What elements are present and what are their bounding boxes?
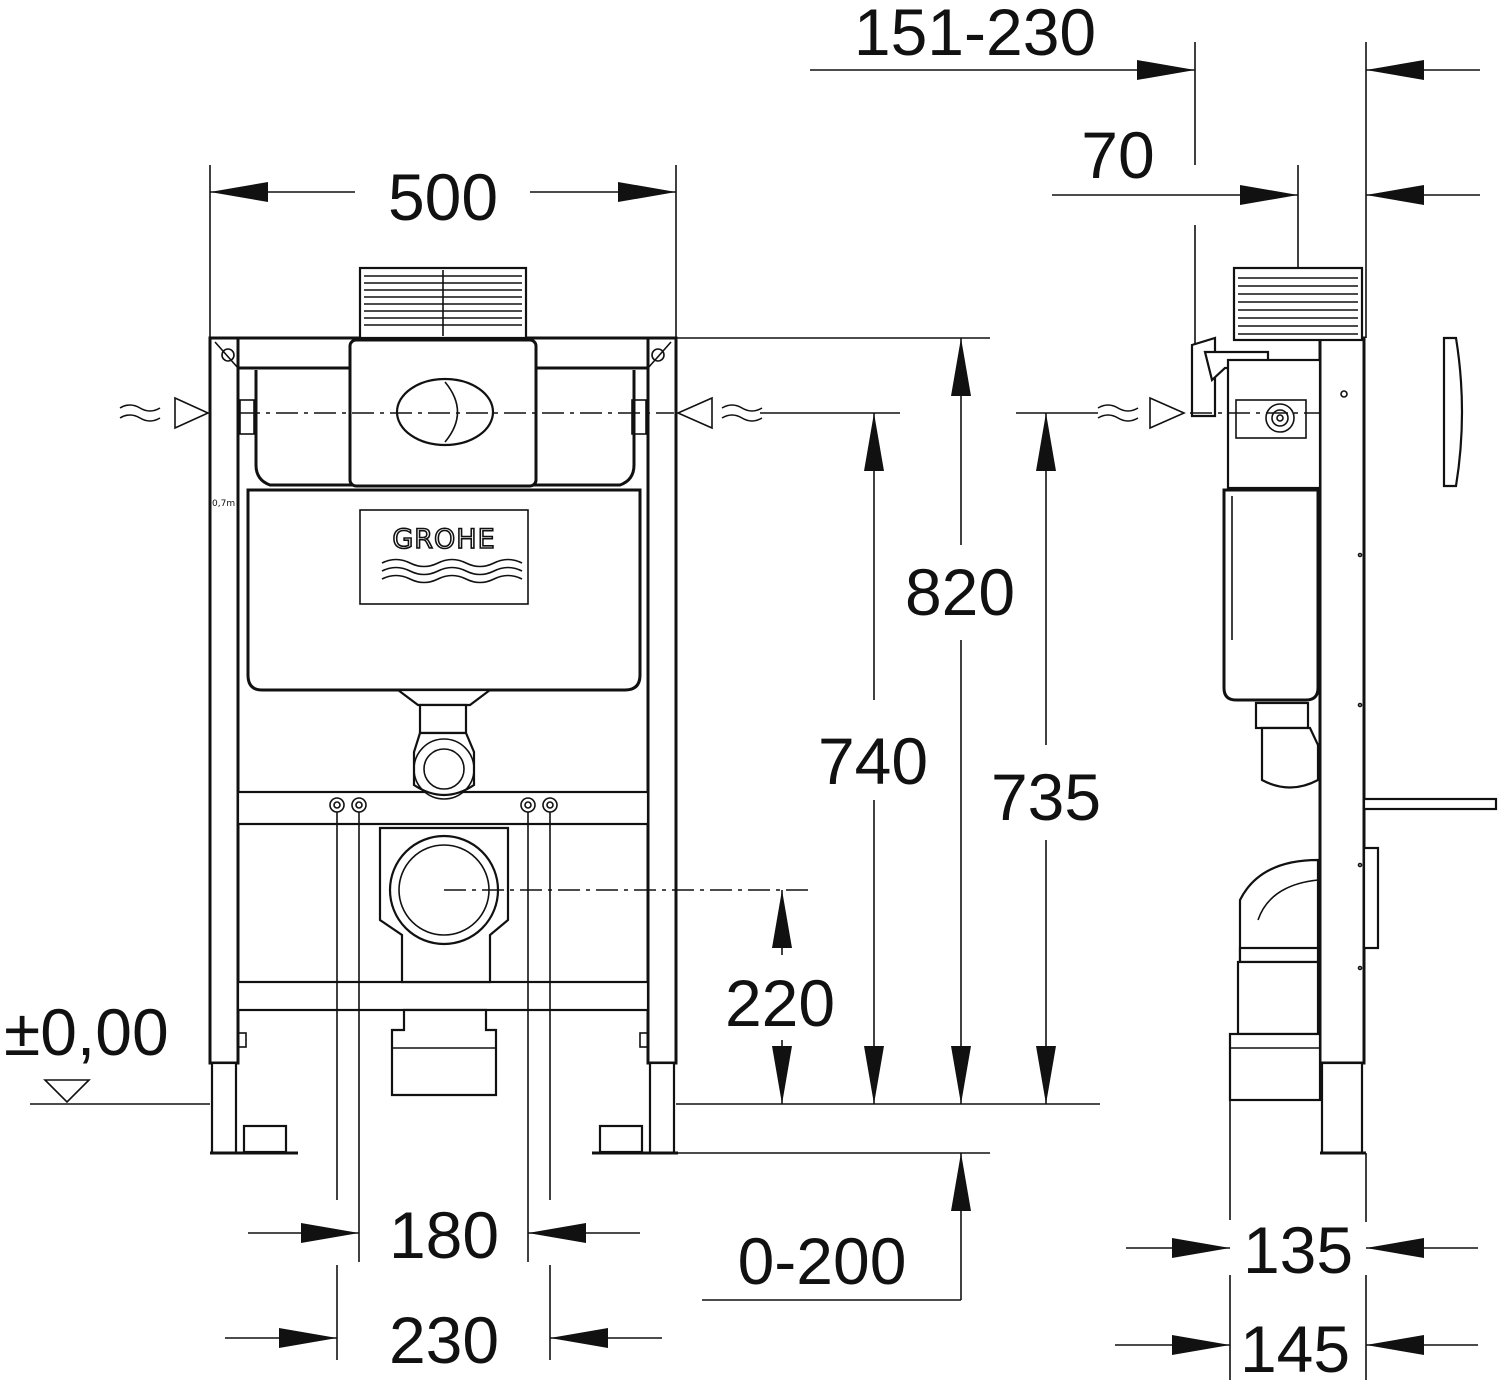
flush-button [395, 377, 495, 447]
side-actuator-plate [1442, 336, 1464, 488]
dim-bolt-230: 230 [389, 1303, 499, 1377]
dim-bolt-180: 180 [389, 1198, 499, 1272]
dimension-labels: 500 820 740 735 220 180 230 0-200 151-23… [4, 0, 1353, 1381]
side-frame-post [1318, 336, 1366, 1065]
brand-name: GROHE [392, 524, 495, 555]
front-view: GROHE 0,7m [30, 266, 1100, 1155]
right-foot [648, 1061, 676, 1155]
dim-height-820: 820 [905, 555, 1015, 629]
side-cistern [1222, 488, 1320, 702]
side-view [1097, 266, 1498, 1155]
dim-depth-70: 70 [1081, 118, 1154, 192]
dimension-lines [209, 42, 1480, 1380]
bottom-crossbar [236, 980, 650, 1012]
right-frame-post [646, 336, 678, 1065]
dim-height-220: 220 [725, 966, 835, 1040]
left-foot [210, 1061, 238, 1155]
mounting-crossbar [236, 790, 650, 826]
dim-depth-135: 135 [1243, 1213, 1353, 1287]
dim-depth-145: 145 [1240, 1312, 1350, 1381]
dim-height-735: 735 [991, 760, 1101, 834]
dim-leg-0-200: 0-200 [738, 1224, 907, 1298]
tiny-label: 0,7m [212, 499, 235, 509]
left-frame-post [208, 336, 240, 1065]
dim-depth-151-230: 151-230 [854, 0, 1096, 69]
floor-level-label: ±0,00 [4, 995, 169, 1069]
dim-width-500: 500 [388, 160, 498, 234]
cistern-tank [246, 488, 642, 692]
dim-height-740: 740 [818, 724, 928, 798]
brand-label [359, 509, 529, 605]
